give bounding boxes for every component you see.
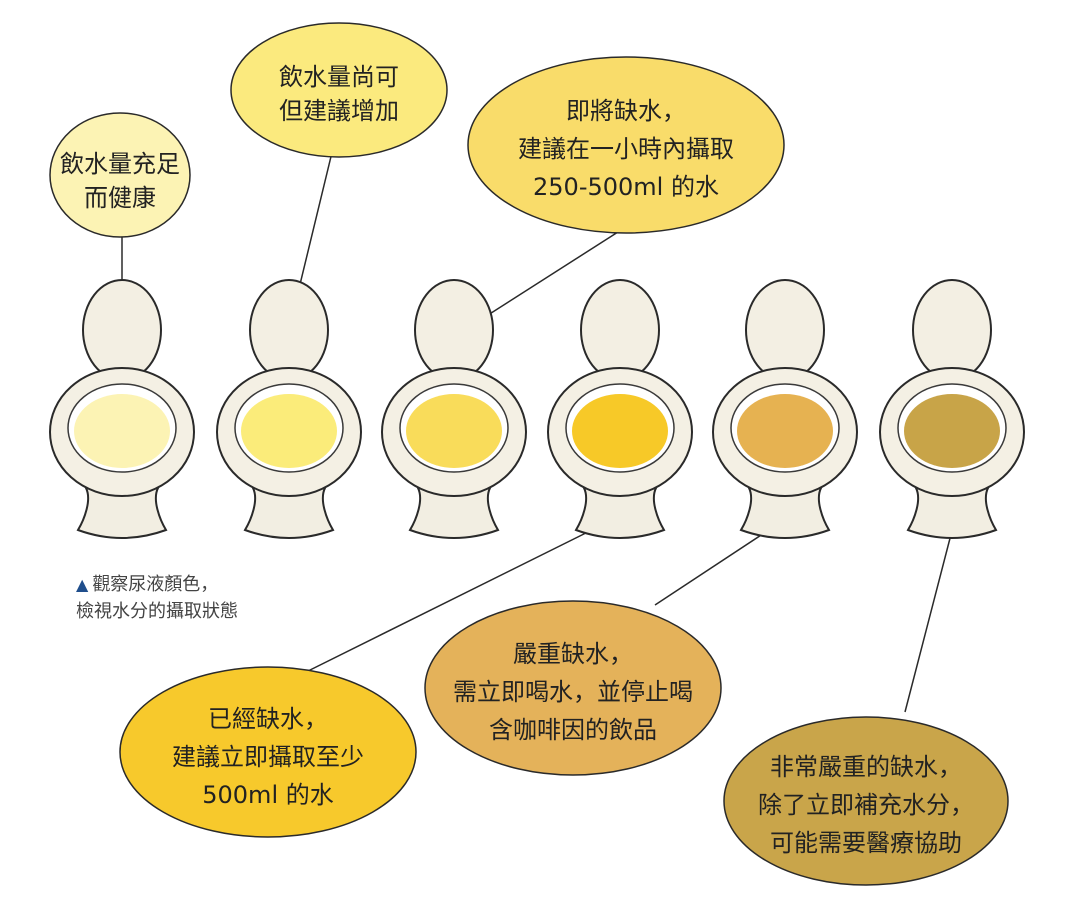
urine-fill (74, 394, 170, 468)
bubble-text-line: 250-500ml 的水 (533, 173, 719, 201)
urine-fill (572, 394, 668, 468)
bubble-text-line: 含咖啡因的飲品 (489, 716, 657, 744)
bubble-text-line: 非常嚴重的缺水， (770, 753, 962, 781)
speech-bubbles: 飲水量充足而健康飲水量尚可但建議增加即將缺水，建議在一小時內攝取250-500m… (49, 22, 1009, 886)
figure-caption: ▲觀察尿液顏色， 檢視水分的攝取狀態 (76, 571, 376, 625)
toilet-base (574, 487, 666, 539)
toilet-base (76, 487, 168, 539)
bubble-text-line: 建議在一小時內攝取 (518, 135, 734, 163)
bubble-text-line: 但建議增加 (279, 97, 399, 125)
triangle-marker-icon: ▲ (76, 575, 89, 594)
toilet-base (408, 487, 500, 539)
toilet-tank (580, 279, 660, 381)
bubble-text-line: 即將缺水， (566, 97, 686, 125)
bubble-text-line: 需立即喝水，並停止喝 (453, 678, 693, 706)
bubble-shape (230, 22, 448, 158)
bubble-text-line: 已經缺水， (208, 705, 328, 733)
bubble-text-line: 嚴重缺水， (513, 640, 633, 668)
bubble-shape (723, 716, 1009, 886)
urine-fill (241, 394, 337, 468)
bubble-text-line: 飲水量充足 (60, 150, 180, 178)
caption-line-1: 觀察尿液顏色， (92, 574, 219, 595)
toilet-base (739, 487, 831, 539)
toilet-tank (249, 279, 329, 381)
bubble-text-line: 500ml 的水 (202, 781, 333, 809)
bubble-shape (467, 56, 785, 234)
toilet-1 (49, 279, 195, 539)
toilet-base (906, 487, 998, 539)
bubble-text-line: 而健康 (84, 184, 156, 212)
bubble-6: 非常嚴重的缺水， 除了立即補充水分， 可能需要醫療協助 (723, 716, 1009, 886)
toilet-tank (912, 279, 992, 381)
urine-fill (737, 394, 833, 468)
toilet-tank (745, 279, 825, 381)
toilet-tank (82, 279, 162, 381)
bubble-4: 已經缺水， 建議立即攝取至少 500ml 的水 (119, 666, 417, 838)
toilet-2 (216, 279, 362, 539)
bubble-shape (119, 666, 417, 838)
toilet-row (49, 279, 1025, 539)
bubble-text-line: 可能需要醫療協助 (770, 829, 962, 857)
toilet-base (243, 487, 335, 539)
bubble-text-line: 建議立即攝取至少 (172, 743, 364, 771)
leader-line-4 (299, 521, 609, 676)
bubble-3: 即將缺水， 建議在一小時內攝取 250-500ml 的水 (467, 56, 785, 234)
bubble-shape (424, 600, 722, 776)
toilet-3 (381, 279, 527, 539)
urine-fill (904, 394, 1000, 468)
urine-fill (406, 394, 502, 468)
bubble-shape (49, 112, 191, 238)
toilet-tank (414, 279, 494, 381)
caption-line-2: 檢視水分的攝取狀態 (76, 601, 238, 622)
toilet-4 (547, 279, 693, 539)
toilet-6 (879, 279, 1025, 539)
toilet-5 (712, 279, 858, 539)
bubble-text-line: 除了立即補充水分， (758, 791, 974, 819)
leader-line-6 (904, 518, 956, 713)
bubble-text-line: 飲水量尚可 (279, 63, 399, 91)
